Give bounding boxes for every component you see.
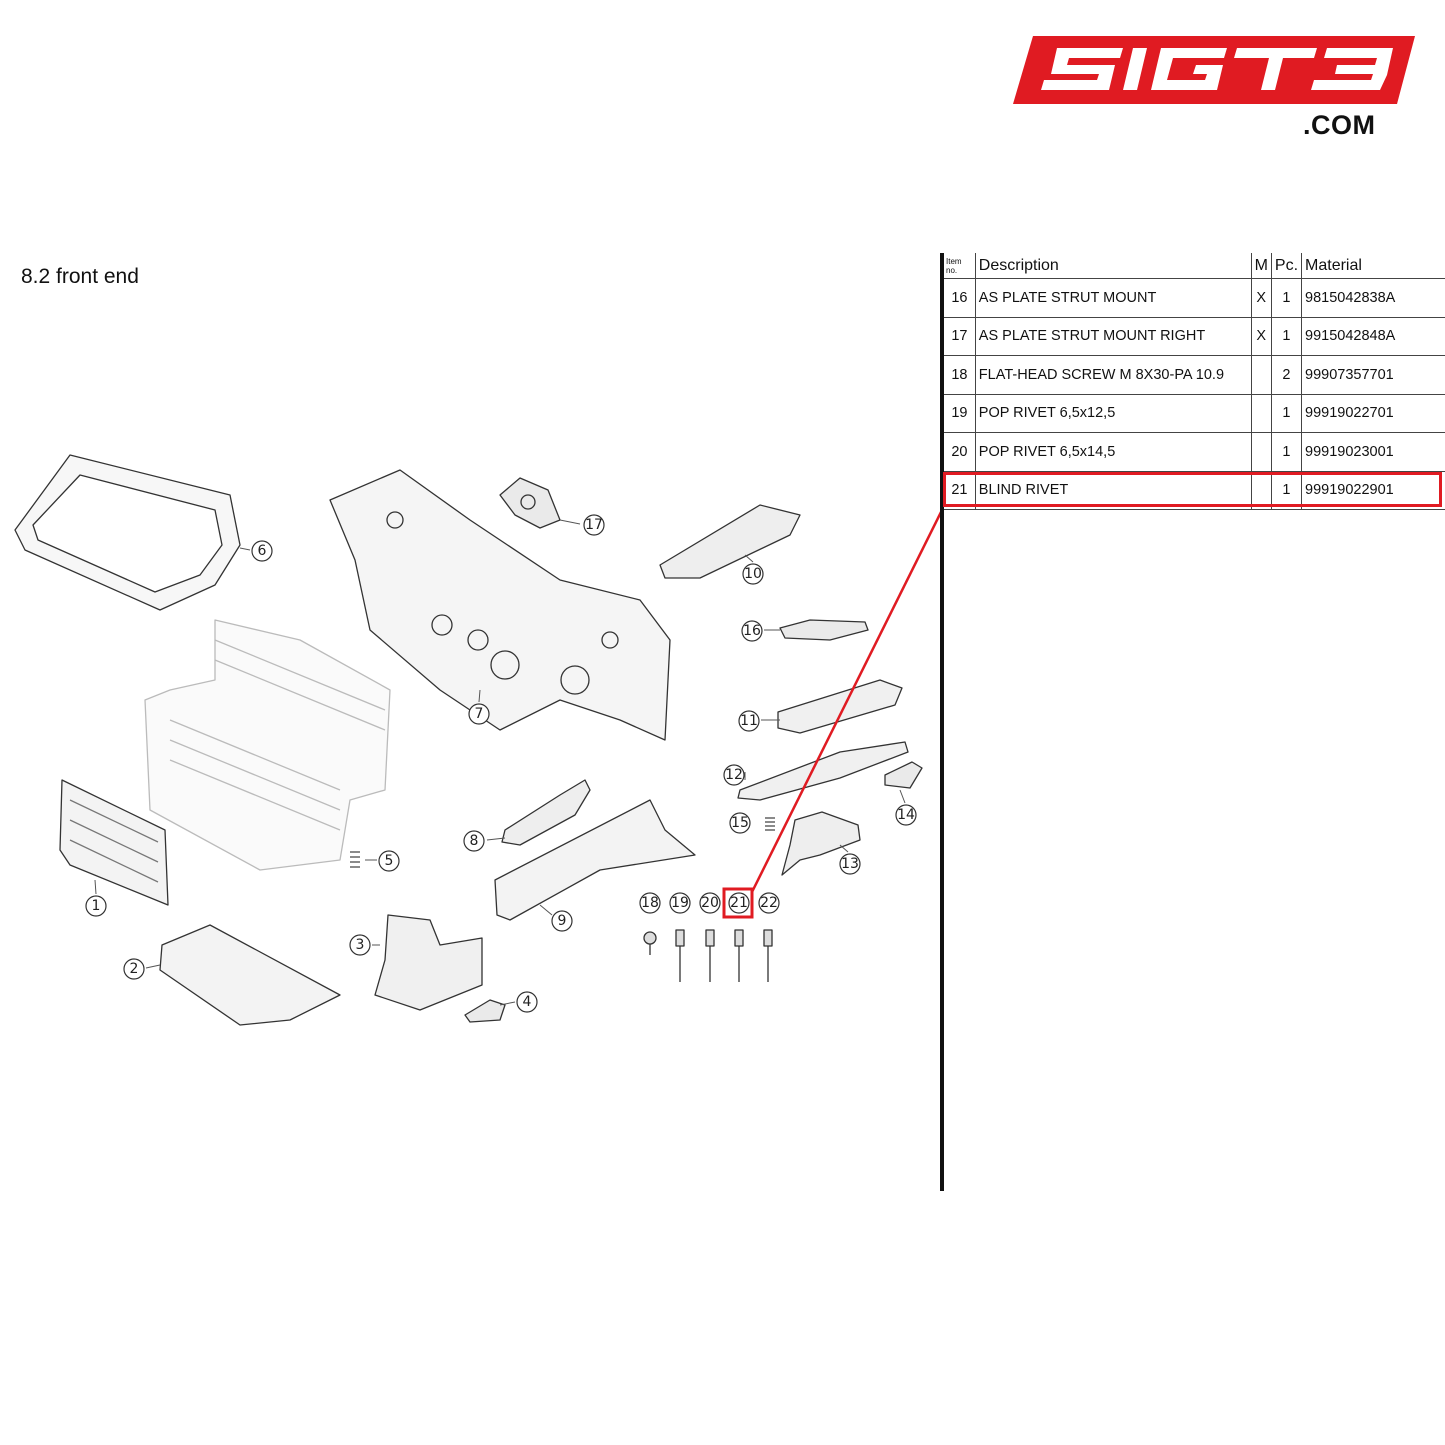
cell-m: X bbox=[1250, 278, 1272, 318]
callout-group bbox=[85, 514, 917, 1013]
cell-m bbox=[1250, 432, 1272, 472]
cell-description: POP RIVET 6,5x14,5 bbox=[974, 432, 1252, 472]
callout-3: 3 bbox=[356, 937, 365, 953]
part-5-spring bbox=[350, 851, 360, 868]
header-item-no: Item no. bbox=[944, 253, 976, 279]
table-divider bbox=[940, 253, 944, 1191]
callout-14: 14 bbox=[897, 807, 915, 823]
part-6-frame bbox=[14, 454, 241, 611]
callout-22: 22 bbox=[760, 895, 778, 911]
part-15-spring bbox=[765, 817, 775, 831]
cell-m bbox=[1250, 394, 1272, 433]
callout-10: 10 bbox=[744, 566, 762, 582]
radiator-core bbox=[144, 619, 391, 871]
fastener-19 bbox=[675, 929, 685, 982]
cell-description: FLAT-HEAD SCREW M 8X30-PA 10.9 bbox=[974, 355, 1252, 395]
cell-m: X bbox=[1250, 317, 1272, 356]
cell-material: 99919022901 bbox=[1301, 471, 1445, 510]
callout-1: 1 bbox=[92, 898, 101, 914]
table-row-highlighted[interactable]: 21 BLIND RIVET 1 99919022901 bbox=[944, 471, 1445, 510]
fastener-20 bbox=[705, 929, 715, 982]
callout-12: 12 bbox=[725, 767, 743, 783]
brand-logo bbox=[1013, 36, 1415, 104]
cell-pc: 1 bbox=[1270, 471, 1302, 510]
part-2-plate bbox=[159, 924, 341, 1026]
cell-description: BLIND RIVET bbox=[974, 471, 1252, 510]
callout-4: 4 bbox=[523, 994, 532, 1010]
header-m: M bbox=[1250, 253, 1272, 279]
cell-pc: 2 bbox=[1270, 355, 1302, 395]
callout-8: 8 bbox=[470, 833, 479, 849]
exploded-parts-diagram: 1 2 3 4 5 6 7 8 9 10 11 12 13 14 15 16 1… bbox=[14, 454, 940, 1026]
callout-20: 20 bbox=[701, 895, 719, 911]
callout-2: 2 bbox=[130, 961, 139, 977]
callout-5: 5 bbox=[385, 853, 394, 869]
callout-18: 18 bbox=[641, 895, 659, 911]
cell-pc: 1 bbox=[1270, 317, 1302, 356]
logo-suffix: .COM bbox=[1303, 110, 1376, 140]
callout-7: 7 bbox=[475, 706, 484, 722]
part-17-plate bbox=[499, 477, 561, 529]
callout-19: 19 bbox=[671, 895, 689, 911]
table-row[interactable]: 16 AS PLATE STRUT MOUNT X 1 9815042838A bbox=[944, 278, 1445, 318]
table-row[interactable]: 20 POP RIVET 6,5x14,5 1 99919023001 bbox=[944, 432, 1445, 472]
callout-11: 11 bbox=[740, 713, 758, 729]
cell-description: AS PLATE STRUT MOUNT RIGHT bbox=[974, 317, 1252, 356]
table-header-row: Item no. Description M Pc. Material bbox=[944, 253, 1445, 279]
parts-table: Item no. Description M Pc. Material 16 A… bbox=[944, 253, 1445, 510]
cell-pc: 1 bbox=[1270, 432, 1302, 472]
table-row[interactable]: 17 AS PLATE STRUT MOUNT RIGHT X 1 991504… bbox=[944, 317, 1445, 356]
cell-item: 21 bbox=[944, 471, 976, 510]
header-pc: Pc. bbox=[1270, 253, 1302, 279]
callout-6: 6 bbox=[258, 543, 267, 559]
part-4-clip bbox=[464, 999, 506, 1023]
part-7-bulkhead bbox=[329, 469, 671, 741]
cell-material: 9915042848A bbox=[1301, 317, 1445, 356]
part-10-bracket bbox=[659, 504, 801, 579]
fastener-21 bbox=[734, 929, 744, 982]
cell-description: AS PLATE STRUT MOUNT bbox=[974, 278, 1252, 318]
callout-16: 16 bbox=[743, 623, 761, 639]
cell-item: 16 bbox=[944, 278, 976, 318]
cell-item: 17 bbox=[944, 317, 976, 356]
highlighted-row-box bbox=[943, 472, 1442, 507]
part-8-bracket bbox=[501, 779, 591, 846]
cell-material: 99907357701 bbox=[1301, 355, 1445, 395]
highlight-callout-box bbox=[722, 887, 754, 919]
section-title: 8.2 front end bbox=[21, 265, 139, 288]
cell-material: 99919023001 bbox=[1301, 432, 1445, 472]
callout-17: 17 bbox=[585, 517, 603, 533]
callout-21: 21 bbox=[730, 895, 748, 911]
callout-13: 13 bbox=[841, 856, 859, 872]
cell-pc: 1 bbox=[1270, 394, 1302, 433]
part-16-plate bbox=[779, 619, 869, 641]
fastener-18 bbox=[643, 931, 657, 955]
cell-pc: 1 bbox=[1270, 278, 1302, 318]
cell-description: POP RIVET 6,5x12,5 bbox=[974, 394, 1252, 433]
callout-15: 15 bbox=[731, 815, 749, 831]
part-13-strut-tower bbox=[781, 811, 861, 876]
cell-item: 19 bbox=[944, 394, 976, 433]
part-11-rail bbox=[777, 679, 903, 734]
cell-item: 18 bbox=[944, 355, 976, 395]
cell-m bbox=[1250, 471, 1272, 510]
table-row[interactable]: 18 FLAT-HEAD SCREW M 8X30-PA 10.9 2 9990… bbox=[944, 355, 1445, 395]
fastener-22 bbox=[763, 929, 773, 982]
highlight-pointer-line bbox=[750, 511, 940, 893]
part-9-side-member bbox=[494, 799, 696, 921]
cell-material: 99919022701 bbox=[1301, 394, 1445, 433]
cell-m bbox=[1250, 355, 1272, 395]
callout-9: 9 bbox=[558, 913, 567, 929]
header-material: Material bbox=[1301, 253, 1445, 279]
part-12-rail bbox=[737, 741, 909, 801]
part-14-bracket bbox=[884, 761, 923, 789]
cell-material: 9815042838A bbox=[1301, 278, 1445, 318]
header-description: Description bbox=[974, 253, 1252, 279]
table-row[interactable]: 19 POP RIVET 6,5x12,5 1 99919022701 bbox=[944, 394, 1445, 433]
part-3-bracket bbox=[374, 914, 483, 1011]
cell-item: 20 bbox=[944, 432, 976, 472]
